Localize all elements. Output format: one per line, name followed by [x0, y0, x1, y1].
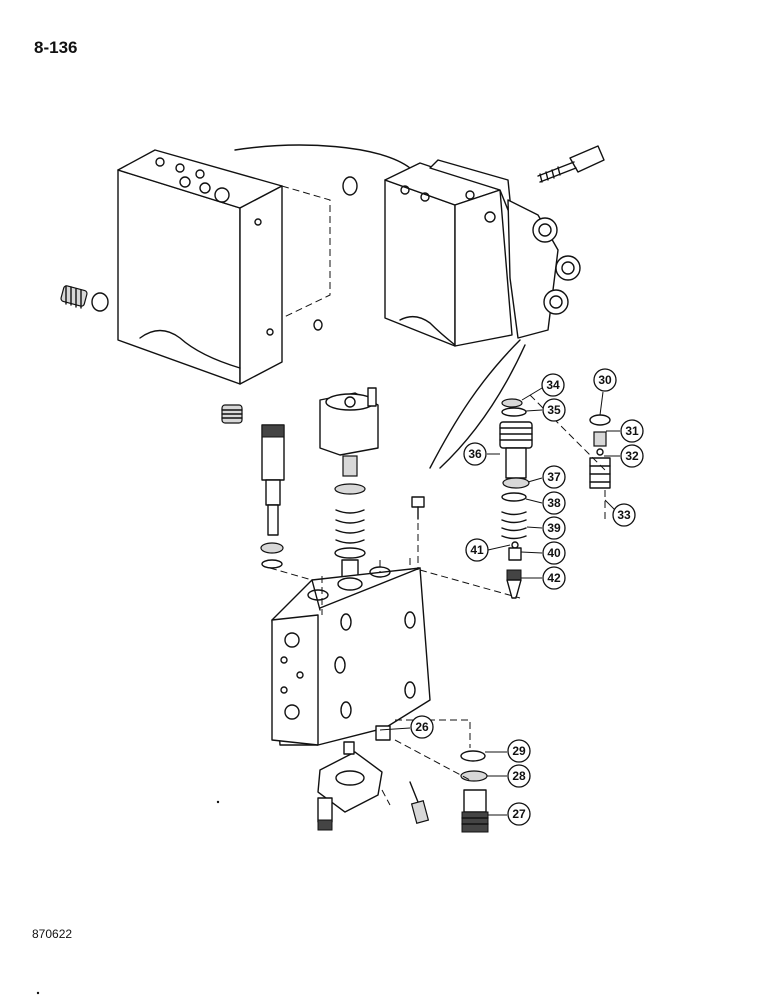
callout-29: 29	[485, 739, 531, 763]
callout-41: 41	[465, 538, 511, 562]
callout-26: 26	[379, 715, 434, 739]
main-valve-housing	[271, 566, 431, 746]
svg-text:32: 32	[625, 449, 639, 463]
top-bolt	[537, 145, 605, 183]
callout-37: 37	[527, 465, 566, 489]
page-number: 8-136	[34, 38, 78, 57]
callout-28: 28	[487, 764, 531, 788]
callout-31: 31	[606, 419, 644, 443]
right-valve-block	[384, 159, 581, 347]
callout-40: 40	[520, 541, 566, 565]
figure-code: 870622	[32, 927, 73, 941]
svg-text:27: 27	[512, 807, 526, 821]
callout-34: 34	[521, 373, 565, 401]
relief-valve-stack	[499, 398, 533, 599]
svg-text:30: 30	[598, 373, 612, 387]
solenoid-assembly	[319, 387, 379, 591]
check-valve-stack	[589, 414, 611, 489]
callout-36: 36	[463, 442, 500, 466]
callout-33: 33	[604, 499, 636, 527]
svg-text:34: 34	[546, 378, 560, 392]
svg-text:37: 37	[547, 470, 561, 484]
callout-27: 27	[488, 802, 531, 826]
svg-text:33: 33	[617, 508, 631, 522]
left-plug	[60, 285, 109, 312]
svg-text:39: 39	[547, 521, 561, 535]
svg-text:36: 36	[468, 447, 482, 461]
callout-30: 30	[593, 368, 617, 416]
bottom-cartridge	[460, 750, 489, 833]
svg-text:35: 35	[547, 403, 561, 417]
callout-42: 42	[521, 566, 566, 590]
svg-text:40: 40	[547, 546, 561, 560]
bottom-flange	[317, 741, 430, 831]
callout-39: 39	[526, 516, 566, 540]
svg-text:31: 31	[625, 424, 639, 438]
svg-text:28: 28	[512, 769, 526, 783]
svg-text:41: 41	[470, 543, 484, 557]
callout-35: 35	[525, 398, 566, 422]
svg-text:29: 29	[512, 744, 526, 758]
callout-32: 32	[604, 444, 644, 468]
svg-text:38: 38	[547, 496, 561, 510]
svg-text:42: 42	[547, 571, 561, 585]
left-valve-block	[117, 149, 331, 385]
left-cartridge	[221, 404, 285, 569]
callout-38: 38	[525, 491, 566, 515]
svg-text:26: 26	[415, 720, 429, 734]
